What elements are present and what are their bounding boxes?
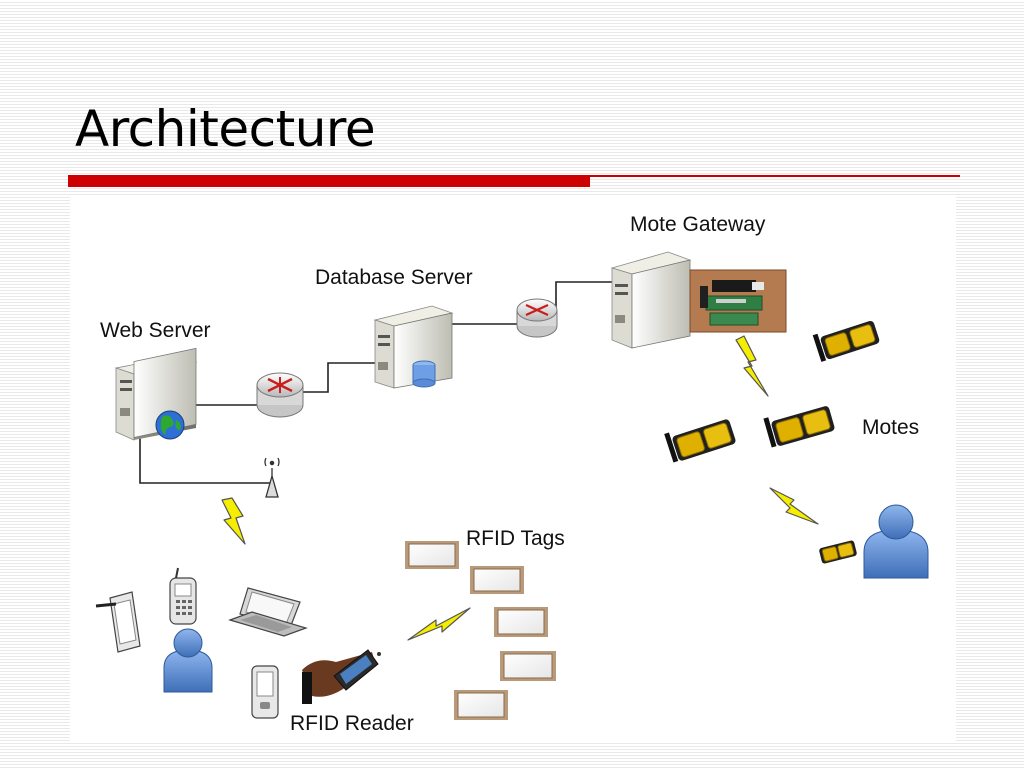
slide-title: Architecture xyxy=(75,100,376,158)
router-icon-1 xyxy=(256,372,304,418)
tablet-device-icon xyxy=(95,591,141,653)
rfid-tag-5 xyxy=(454,690,508,720)
user-icon-motes xyxy=(863,504,929,579)
router-icon-2 xyxy=(516,298,558,338)
motes-label: Motes xyxy=(862,416,919,439)
mote-icon-1 xyxy=(812,320,880,362)
rfid-reader-icon xyxy=(302,649,381,704)
rfid-tags xyxy=(405,541,556,720)
title-underline-thick xyxy=(68,175,590,187)
mobile-phone-icon xyxy=(169,567,197,625)
mote-icon-3 xyxy=(664,419,736,463)
database-server-label: Database Server xyxy=(315,266,473,289)
web-server-icon xyxy=(114,347,198,441)
rfid-tag-3 xyxy=(494,607,548,637)
link-router-dbserver xyxy=(302,362,375,393)
link-router2-gateway xyxy=(555,281,612,318)
lightning-icon-webserver xyxy=(221,497,246,545)
lightning-icon-gateway xyxy=(735,335,769,397)
rfid-tags-label: RFID Tags xyxy=(466,527,565,550)
laptop-icon xyxy=(228,587,308,637)
mote-gateway-label: Mote Gateway xyxy=(630,213,766,236)
gateway-board-photo xyxy=(689,269,787,333)
mote-icon-2 xyxy=(763,406,835,448)
rfid-tag-4 xyxy=(500,651,556,681)
web-server-label: Web Server xyxy=(100,319,211,342)
rfid-reader-label: RFID Reader xyxy=(290,712,414,735)
mote-gateway-server-icon xyxy=(610,251,692,349)
user-icon-clients xyxy=(163,628,213,693)
lightning-icons xyxy=(221,335,819,641)
title-underline-thin xyxy=(590,175,960,177)
link-webserver-antenna xyxy=(139,436,273,490)
lightning-icon-rfid xyxy=(407,607,471,641)
lightning-icon-motes xyxy=(769,487,819,525)
pda-device-icon xyxy=(251,665,279,719)
mote-icon-4 xyxy=(819,540,857,564)
rfid-tag-1 xyxy=(405,541,459,569)
database-server-icon xyxy=(373,305,454,389)
rfid-tag-2 xyxy=(470,566,524,594)
antenna-icon xyxy=(264,457,280,498)
